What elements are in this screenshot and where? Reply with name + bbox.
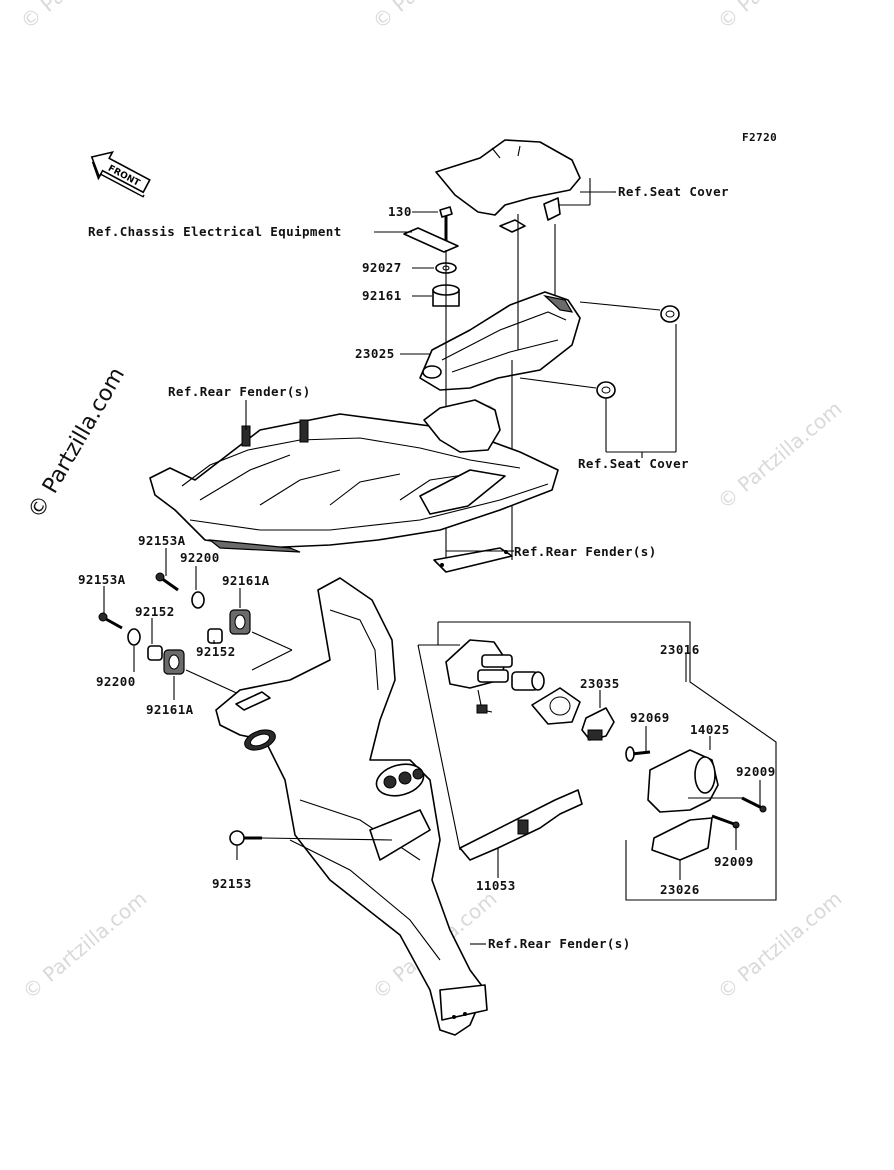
tail-light-assembly bbox=[417, 621, 777, 901]
watermark-text: © Partzilla.com bbox=[713, 886, 847, 1004]
callout-labels: 130 Ref.Chassis Electrical Equipment 920… bbox=[78, 184, 776, 951]
damper-92161A bbox=[229, 609, 251, 635]
callout-ref-rear-fender-bottom: Ref.Rear Fender(s) bbox=[488, 936, 631, 951]
callout-92009-b: 92009 bbox=[714, 854, 754, 869]
washer-92200 bbox=[127, 628, 141, 646]
watermark-main: © Partzilla.com bbox=[24, 363, 131, 523]
callout-92152-a: 92152 bbox=[135, 604, 175, 619]
callout-ref-seat-cover-top: Ref.Seat Cover bbox=[618, 184, 729, 199]
seat-base-23025 bbox=[419, 291, 581, 391]
seat-base-assembly bbox=[403, 139, 680, 570]
callout-14025: 14025 bbox=[690, 722, 730, 737]
callout-92153A-b: 92153A bbox=[78, 572, 126, 587]
mounting-hardware-left bbox=[98, 572, 293, 701]
callout-92009-a: 92009 bbox=[736, 764, 776, 779]
watermark-text: © Partzilla.com bbox=[713, 396, 847, 514]
callout-ref-rear-fender-mid: Ref.Rear Fender(s) bbox=[514, 544, 657, 559]
screw-icon bbox=[711, 814, 740, 829]
callout-23026: 23026 bbox=[660, 882, 700, 897]
callout-92153A-a: 92153A bbox=[138, 533, 186, 548]
screw-icon bbox=[625, 746, 651, 762]
figure-code: F2720 bbox=[742, 131, 777, 144]
light-housing bbox=[375, 763, 425, 797]
watermark-text: © Partzilla.com bbox=[16, 0, 150, 34]
callout-92161: 92161 bbox=[362, 288, 402, 303]
screw-icon bbox=[155, 572, 179, 592]
front-arrow-icon: FRONT bbox=[90, 150, 151, 198]
callout-23025: 23025 bbox=[355, 346, 395, 361]
callout-92152-b: 92152 bbox=[196, 644, 236, 659]
washer-92200 bbox=[191, 591, 205, 609]
callout-ref-chassis: Ref.Chassis Electrical Equipment bbox=[88, 224, 342, 239]
collar-92152 bbox=[207, 628, 223, 644]
callout-130: 130 bbox=[388, 204, 412, 219]
callout-92027: 92027 bbox=[362, 260, 402, 275]
bolt-92153 bbox=[229, 830, 393, 860]
strap-part bbox=[403, 227, 459, 253]
callout-23035: 23035 bbox=[580, 676, 620, 691]
callout-92161A-b: 92161A bbox=[146, 702, 194, 717]
leader-lines bbox=[103, 191, 761, 945]
watermark-text: © Partzilla.com bbox=[18, 886, 152, 1004]
grommet-icon bbox=[596, 305, 680, 399]
screw-icon bbox=[98, 612, 123, 630]
seat-cover-ref-part bbox=[435, 139, 581, 216]
callout-92200-b: 92200 bbox=[96, 674, 136, 689]
callout-11053: 11053 bbox=[476, 878, 516, 893]
callout-92200-a: 92200 bbox=[180, 550, 220, 565]
callout-92153: 92153 bbox=[212, 876, 252, 891]
license-bracket-11053 bbox=[459, 789, 583, 870]
callout-ref-seat-cover-mid: Ref.Seat Cover bbox=[578, 456, 689, 471]
screw-icon bbox=[741, 796, 767, 813]
watermark-text: © Partzilla.com bbox=[368, 0, 502, 34]
callout-92161A-a: 92161A bbox=[222, 573, 270, 588]
callout-ref-rear-fender-top: Ref.Rear Fender(s) bbox=[168, 384, 311, 399]
collar-92152 bbox=[147, 645, 163, 661]
watermark-text: © Partzilla.com bbox=[713, 0, 847, 34]
callout-23016: 23016 bbox=[660, 642, 700, 657]
callout-92069: 92069 bbox=[630, 710, 670, 725]
lower-fender-bracket bbox=[215, 577, 488, 1036]
bulb-icon bbox=[511, 671, 545, 691]
rear-fender-assembly bbox=[149, 399, 559, 573]
damper-92161A bbox=[163, 649, 185, 675]
